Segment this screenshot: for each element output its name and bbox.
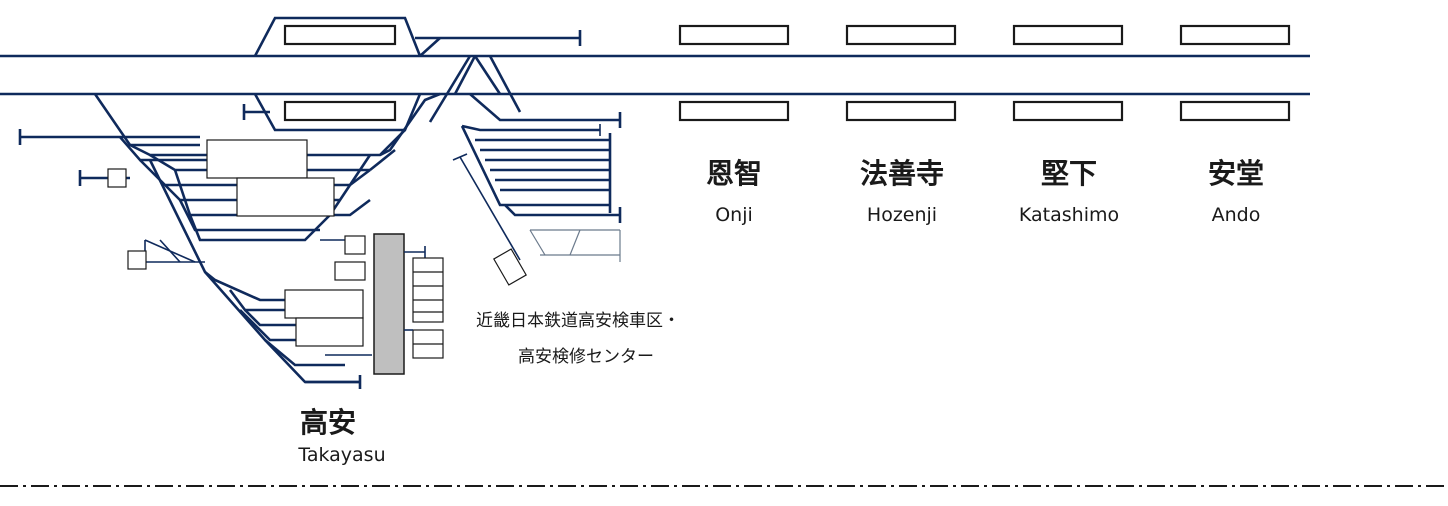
station-name-ja: 安堂 [1208,157,1264,190]
takayasu-platforms [242,16,582,132]
station-name-ja: 堅下 [1041,157,1097,190]
hozenji-platform-down [845,100,957,122]
hozenji-platform-up [845,24,957,46]
inspection-shed [373,233,405,375]
depot-buildings [334,233,444,375]
station-name-ja: 高安 [300,406,356,439]
katashimo-platform-down [1012,100,1124,122]
station-name-en: Ando [1212,204,1261,226]
station-name-ja: 法善寺 [860,157,944,190]
station-name-en: Hozenji [867,204,937,226]
katashimo-platform-up [1012,24,1124,46]
depot-label-line2: 高安検修センター [518,347,654,367]
station-name-ja: 恩智 [706,157,762,190]
station-platforms [678,24,1291,122]
station-name-en: Onji [715,204,753,226]
depot-label: 近畿日本鉄道高安検車区・ 高安検修センター [476,311,680,367]
ando-platform-up [1179,24,1291,46]
right-yard-tracks [452,93,622,286]
depot-label-line1: 近畿日本鉄道高安検車区・ [476,311,680,331]
onji-platform-up [678,24,790,46]
main-lines [0,54,1310,123]
station-name-en: Katashimo [1019,204,1119,226]
station-name-en: Takayasu [297,444,385,466]
left-yard-tracks [18,92,441,389]
onji-platform-down [678,100,790,122]
ando-platform-down [1179,100,1291,122]
station-labels: 高安 Takayasu 恩智 Onji 法善寺 Hozenji 堅下 Katas… [297,157,1264,466]
